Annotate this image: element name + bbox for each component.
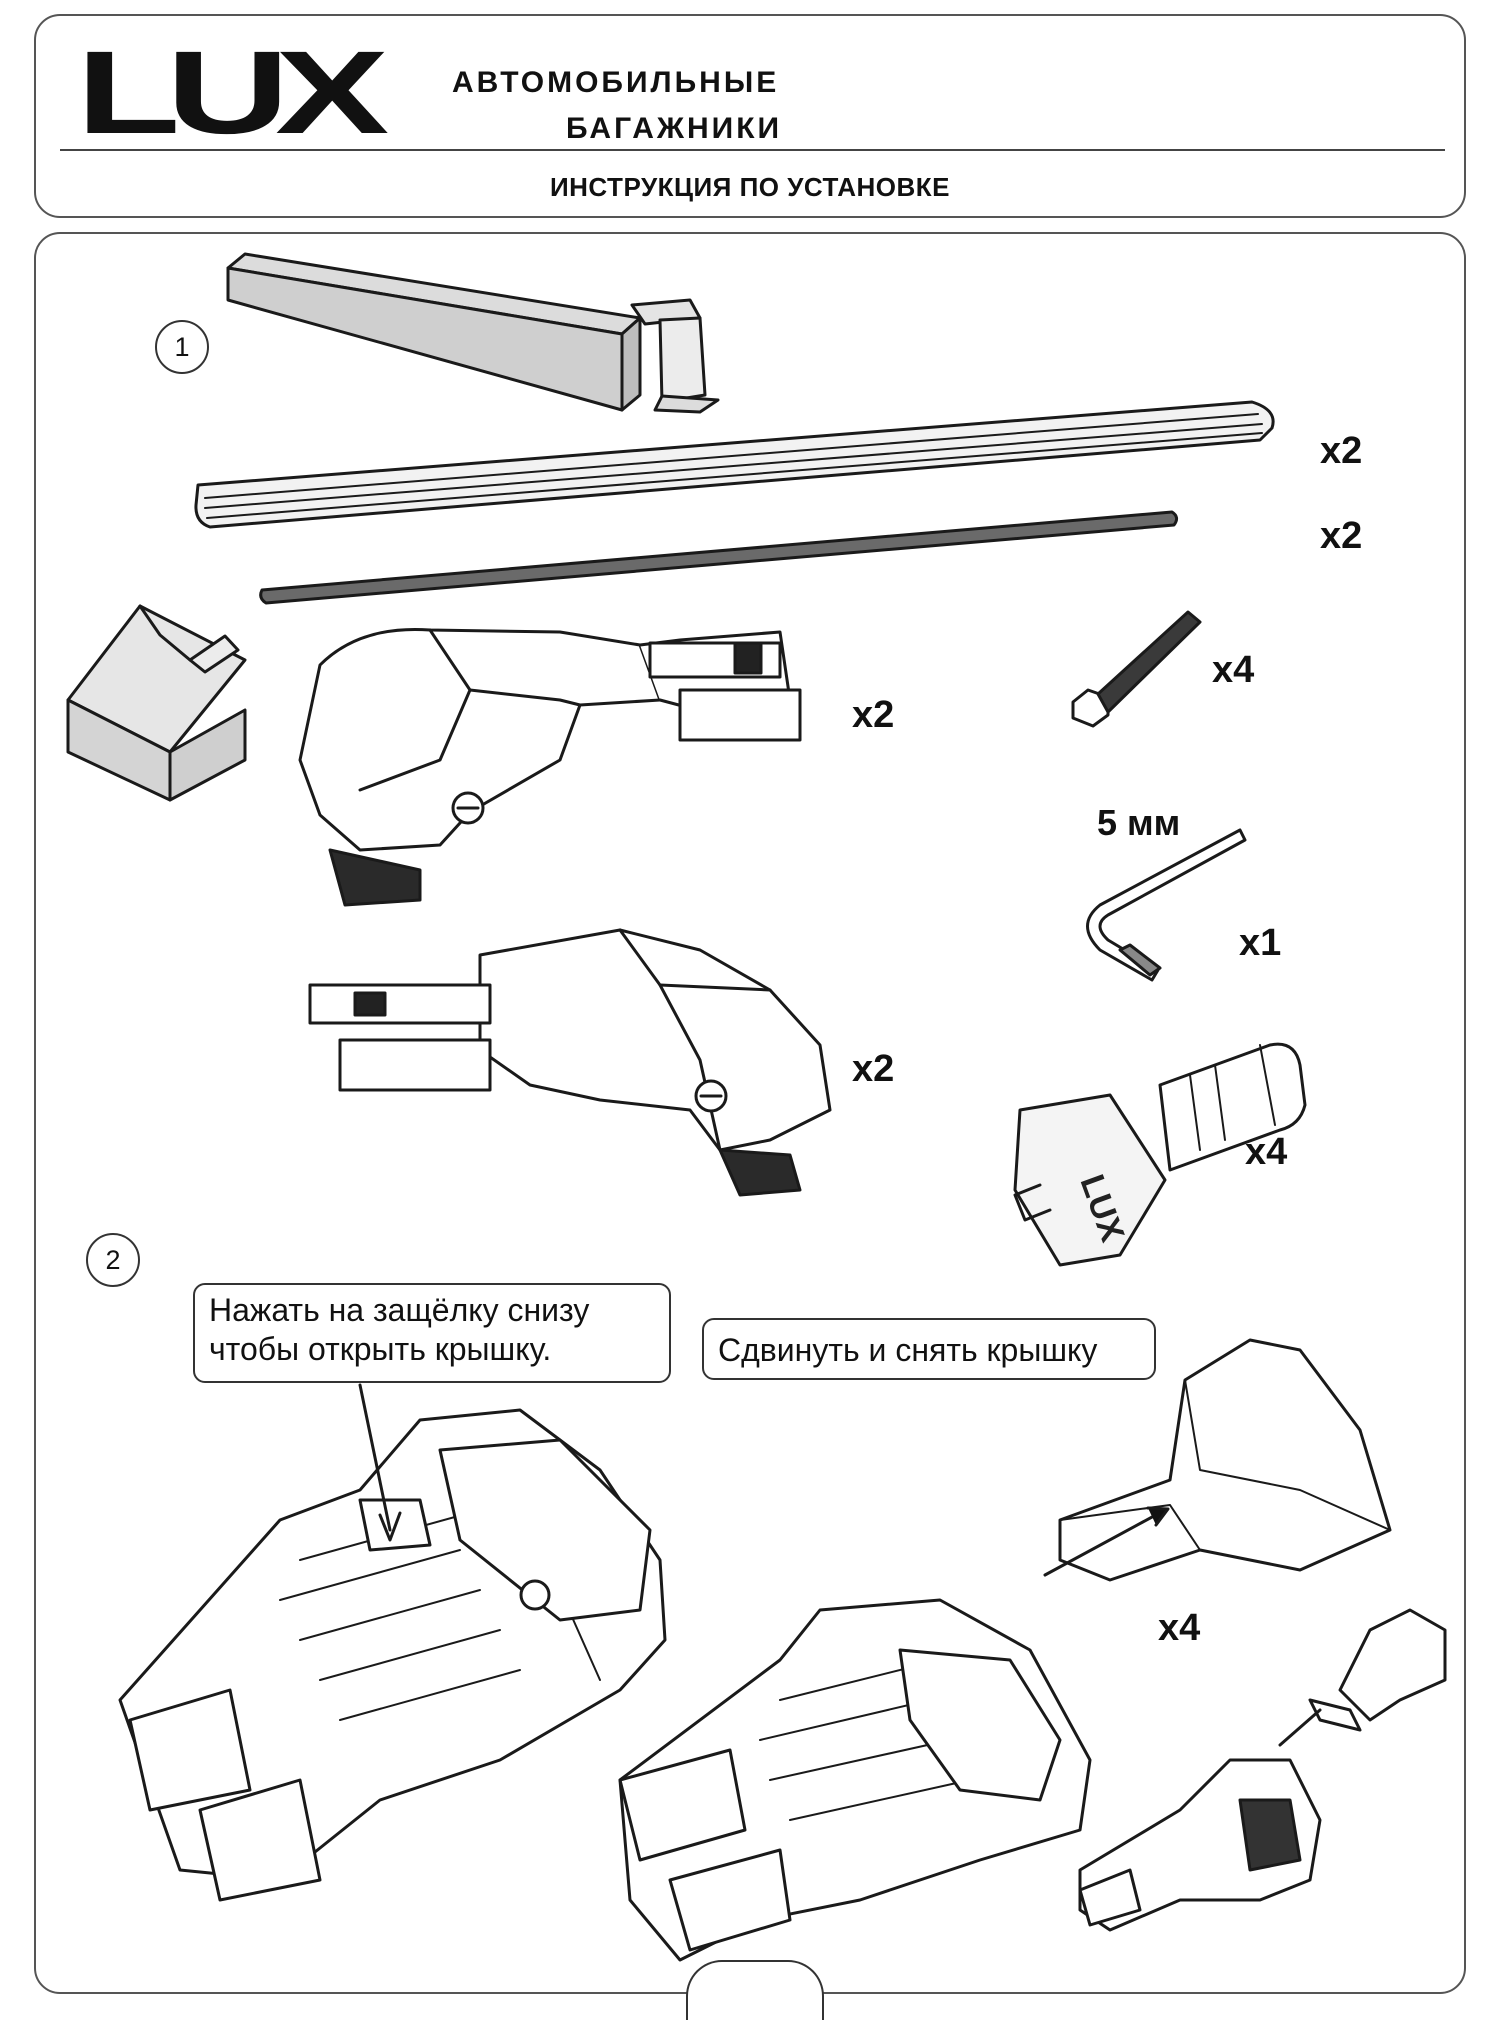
latch-instruction-line-2: чтобы открыть крышку. xyxy=(209,1331,552,1368)
cover-instruction-callout: Сдвинуть и снять крышку xyxy=(702,1318,1156,1380)
packaging-box-illustration xyxy=(66,604,247,802)
hex-key-illustration xyxy=(1086,828,1247,982)
crossbar-illustration xyxy=(194,400,1275,529)
cover-removed-illustration xyxy=(1058,1338,1392,1582)
cover-slide-arrowhead xyxy=(1146,1506,1170,1527)
latch-instruction-line-1: Нажать на защёлку снизу xyxy=(209,1292,590,1328)
foot-assembly-latch-illustration xyxy=(118,1408,667,1902)
document-title: ИНСТРУКЦИЯ ПО УСТАНОВКЕ xyxy=(549,172,951,202)
cover-slide-direction-arrow xyxy=(1043,1508,1167,1577)
step-2-badge: 2 xyxy=(86,1233,140,1287)
roof-rack-foot-front-illustration xyxy=(298,627,802,907)
latch-pointer-arrow xyxy=(358,1383,392,1532)
hex-key-size-label: 5 мм xyxy=(1097,802,1181,843)
header-panel xyxy=(34,14,1466,218)
header-divider xyxy=(60,149,1445,151)
latch-pointer-arrowhead xyxy=(378,1511,402,1542)
foot-assembly-open-illustration xyxy=(618,1598,1092,1962)
front-foot-quantity: x2 xyxy=(852,694,895,736)
roof-rack-foot-rear-illustration xyxy=(308,928,832,1197)
rear-foot-quantity: x2 xyxy=(852,1048,895,1090)
page-number-tab xyxy=(686,1960,824,2020)
crossbar-profile-illustration xyxy=(226,252,720,414)
hex-key-quantity: x1 xyxy=(1239,922,1282,964)
crossbar-quantity: x2 xyxy=(1320,430,1363,472)
step-1-badge: 1 xyxy=(155,320,209,374)
lock-cylinder-key-illustration xyxy=(1013,1042,1307,1267)
tagline-line-1: АВТОМОБИЛЬНЫЕ xyxy=(452,66,780,99)
insert-direction-arrow xyxy=(1278,1708,1322,1747)
tagline-line-2: БАГАЖНИКИ xyxy=(566,112,783,145)
cover-quantity: x4 xyxy=(1158,1607,1201,1649)
lock-cylinder-quantity: x4 xyxy=(1245,1131,1288,1173)
lux-logo: LUX xyxy=(76,27,389,159)
cover-insert-illustration xyxy=(1078,1608,1447,1932)
seal-strip-quantity: x2 xyxy=(1320,515,1363,557)
bolt-quantity: x4 xyxy=(1212,649,1255,691)
bolt-illustration xyxy=(1071,610,1202,728)
latch-instruction-callout: Нажать на защёлку снизу чтобы открыть кр… xyxy=(193,1283,671,1383)
rubber-seal-strip-illustration xyxy=(259,510,1179,605)
